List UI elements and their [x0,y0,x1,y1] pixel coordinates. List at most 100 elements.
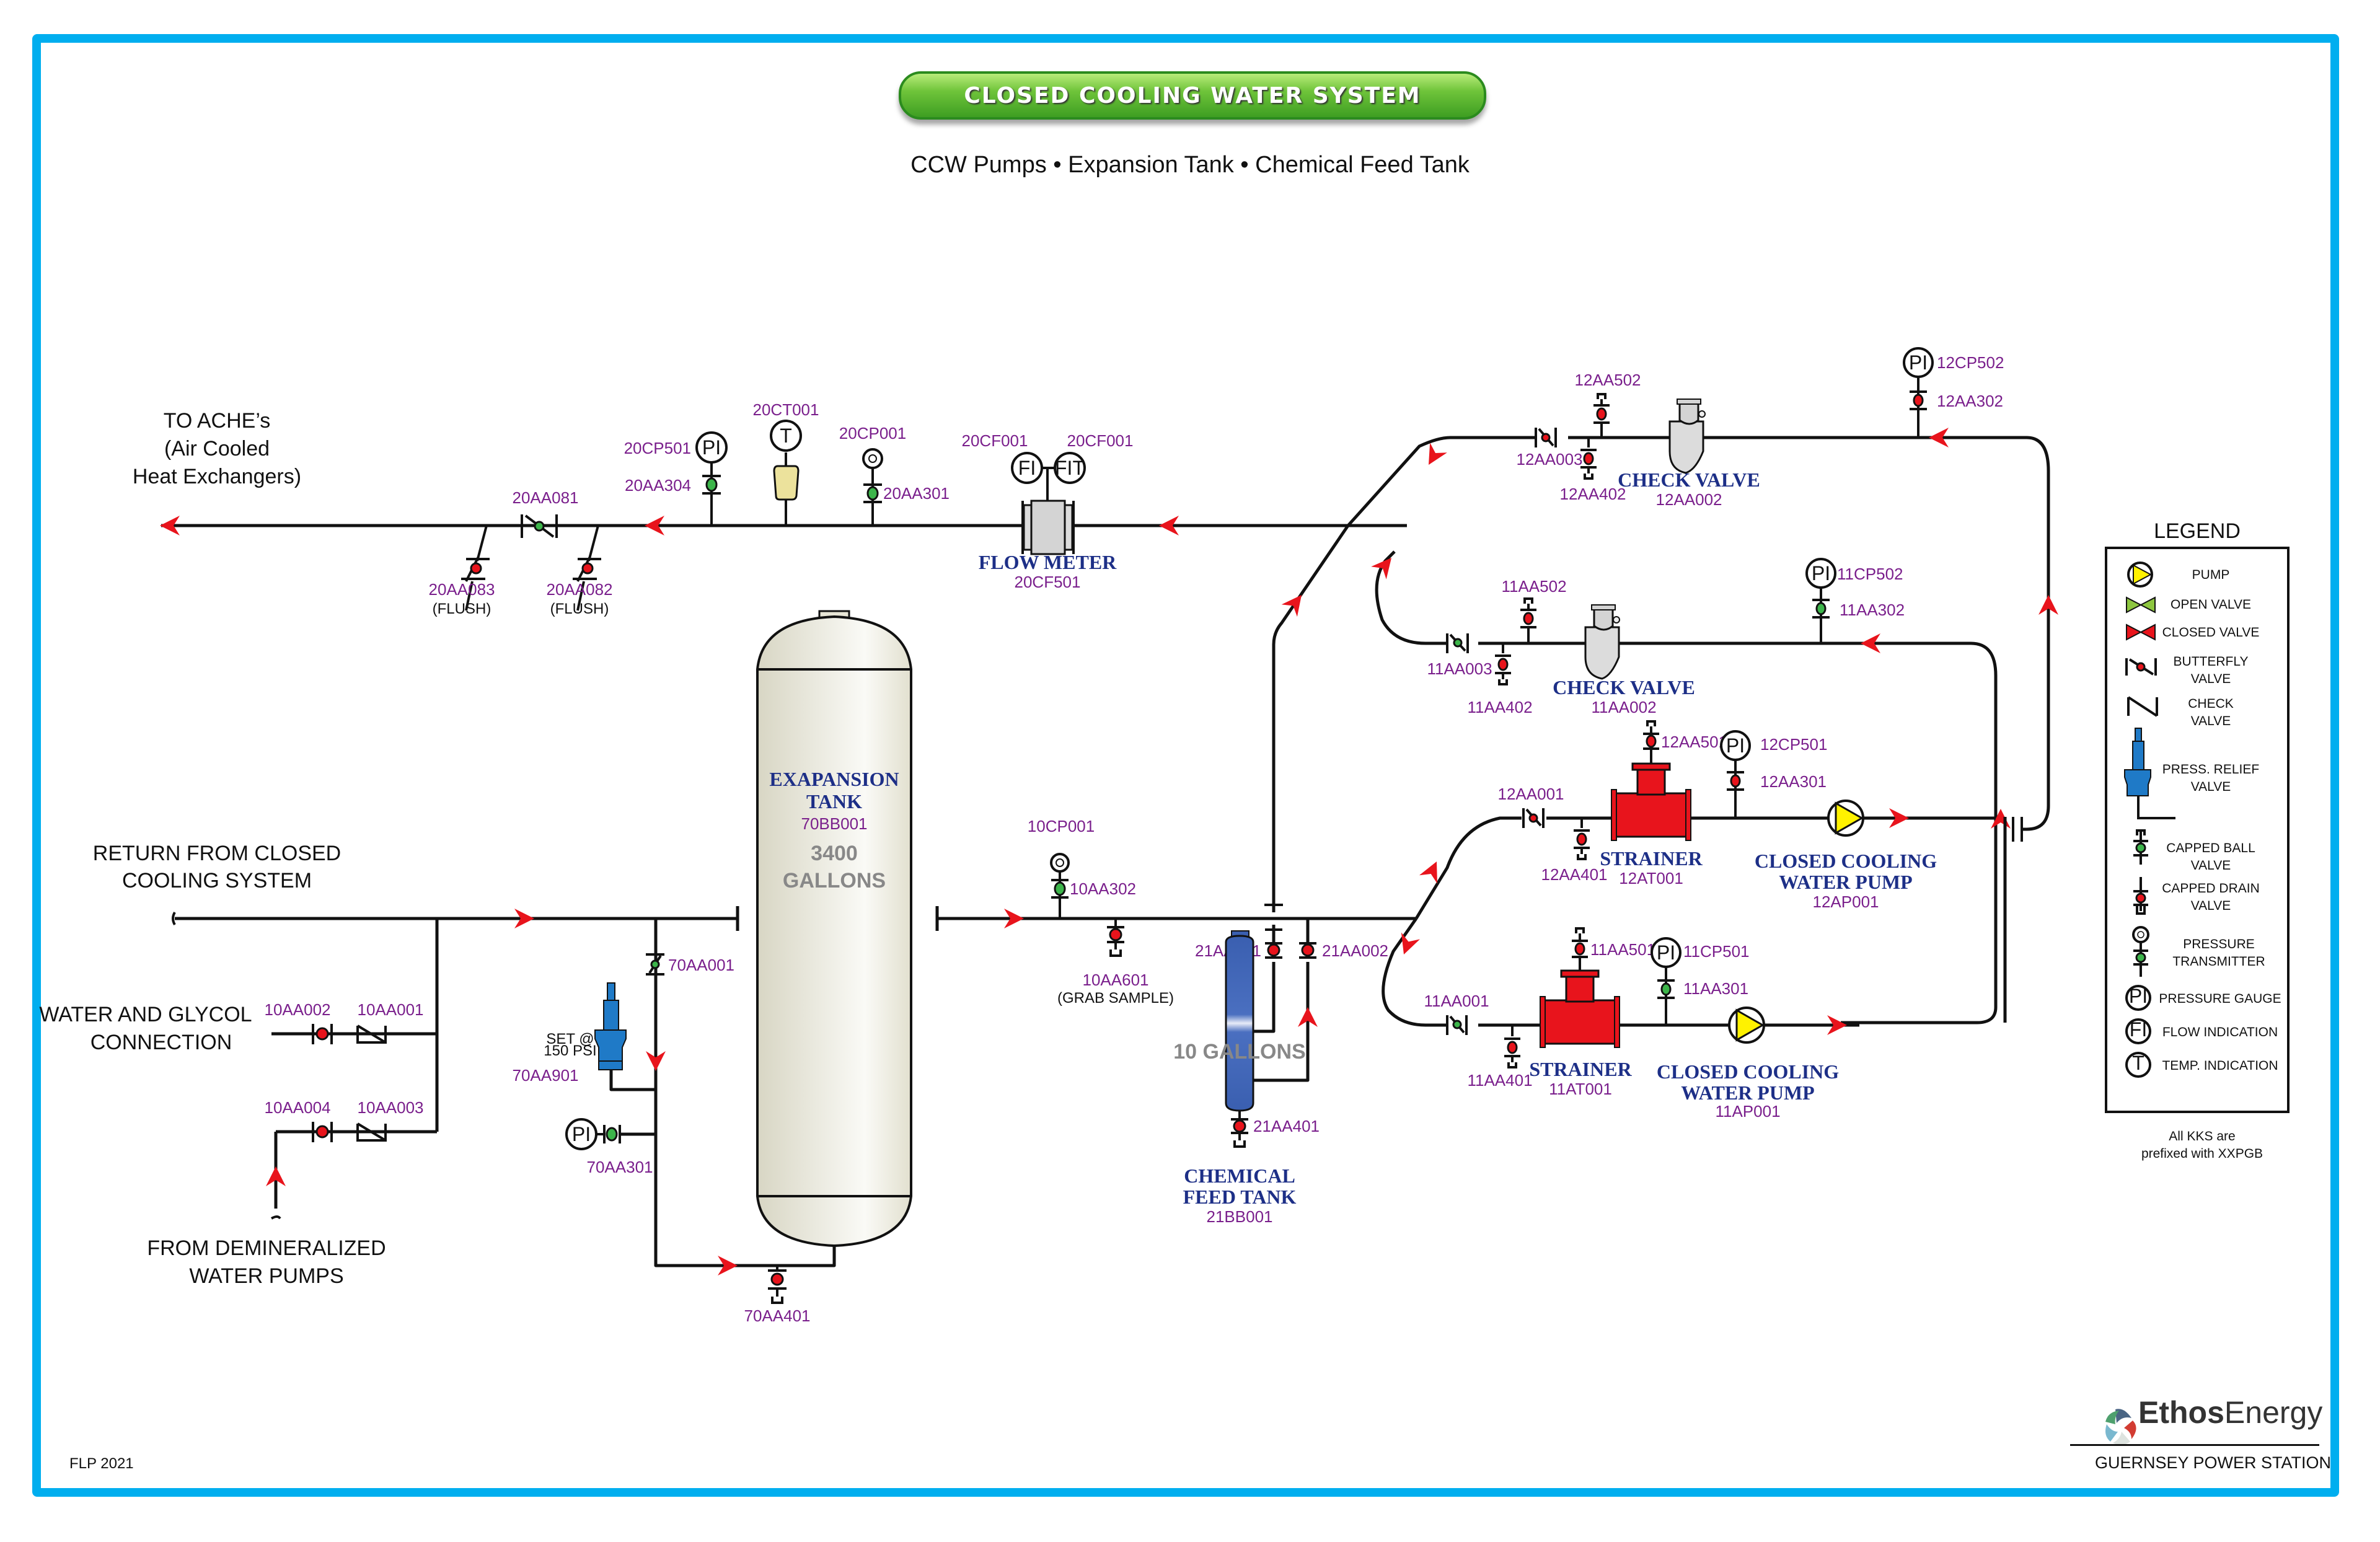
legend-flow-indication-icon: FI [2125,1018,2151,1044]
from-demin-label-1: FROM DEMINERALIZED [147,1236,386,1260]
check-valve-10AA003[interactable] [356,1122,387,1142]
sample-valve-10AA601[interactable] [1107,919,1124,957]
flow-meter-20CF501[interactable]: FI FIT [1011,452,1086,555]
drawing-frame [32,34,2339,1497]
flow-arrow [1371,551,1399,579]
relief-set-label-1: SET @ [546,1031,594,1047]
pi-text: PI [1909,351,1928,374]
t-text: T [2132,1052,2144,1074]
tag-11AA003: 11AA003 [1427,659,1492,678]
pi-text: PI [572,1123,591,1145]
legend-pump-label: PUMP [2192,568,2230,582]
fi-text: FI [1018,457,1036,479]
legend-capped-drain-label-1: CAPPED DRAIN [2162,881,2260,896]
legend-note-2: prefixed with XXPGB [2141,1147,2263,1161]
pressure-gauge-11CP501[interactable]: PI [1651,937,1681,1025]
pressure-transmitter-10CP001[interactable] [1050,853,1070,919]
tag-11AA002: 11AA002 [1591,698,1656,716]
legend-temp-indication-icon: T [2125,1052,2151,1078]
drain-valve-12AA401[interactable] [1574,818,1590,860]
temp-indicator-20CT001[interactable]: T [770,420,802,526]
legend-pump-icon [2127,562,2153,588]
drain-valve-11AA401[interactable] [1504,1025,1520,1068]
legend-open-valve-icon [2126,596,2156,614]
legend-capped-drain-label-2: VALVE [2191,899,2231,913]
legend-pressure-relief-valve-icon [2124,728,2175,819]
butterfly-valve-11AA001[interactable] [1446,1015,1468,1035]
from-demin-label-2: WATER PUMPS [189,1264,343,1288]
tag-11AP001: 11AP001 [1715,1102,1780,1121]
fi-text: FI [2130,1018,2147,1041]
check-valve-10AA001[interactable] [356,1024,387,1044]
drain-valve-12AA402[interactable] [1580,438,1597,480]
butterfly-valve-12AA001[interactable] [1522,808,1545,828]
legend-relief-label-1: PRESS. RELIEF [2162,762,2259,777]
pump-11-label-1: CLOSED COOLING [1657,1060,1839,1083]
vent-valve-11AA502[interactable] [1520,597,1536,643]
pump-11-label-2: WATER PUMP [1681,1082,1814,1104]
tag-10AA004: 10AA004 [265,1098,331,1117]
drain-valve-11AA402[interactable] [1495,643,1511,685]
tag-20CP001: 20CP001 [839,424,906,443]
legend-capped-ball-label-2: VALVE [2191,858,2231,873]
butterfly-valve-12AA003[interactable] [1535,428,1557,447]
butterfly-valve-11AA003[interactable] [1446,633,1469,653]
pump-12AP001[interactable] [1827,800,1864,837]
tag-12AT001: 12AT001 [1619,869,1683,888]
chem-tank-label-2: FEED TANK [1183,1186,1297,1208]
valve-21AA002[interactable] [1299,942,1316,959]
expansion-tank-label-2: TANK [806,790,862,813]
tag-70BB001: 70BB001 [801,814,868,833]
legend-pressure-transmitter-icon [2132,926,2149,977]
legend-transmitter-label-2: TRANSMITTER [2172,954,2265,969]
pressure-gauge-20CP501[interactable]: PI [695,431,728,526]
page-subtitle: CCW Pumps • Expansion Tank • Chemical Fe… [910,152,1470,178]
legend-capped-ball-label-1: CAPPED BALL [2166,841,2255,855]
suction-header [935,524,1416,931]
check-valve-11AA002[interactable] [1584,604,1620,680]
valve-10AA002[interactable] [271,1024,372,1044]
tag-12AP001: 12AP001 [1813,892,1879,911]
vent-valve-12AA502[interactable] [1593,393,1610,438]
station-name: GUERNSEY POWER STATION [2095,1453,2332,1472]
expansion-tank-70BB001[interactable] [756,610,912,1248]
chemical-feed-tank-21BB001[interactable] [1225,930,1254,1112]
pressure-relief-valve-70AA901[interactable] [594,982,627,1070]
check-valve-12AA002[interactable] [1668,399,1706,474]
legend-pressure-gauge-label: PRESSURE GAUGE [2159,992,2281,1006]
pressure-gauge-12CP501[interactable]: PI [1720,730,1751,818]
butterfly-valve-20AA081[interactable] [521,514,558,538]
flush-valve-20AA083[interactable] [461,525,490,611]
page-title: CLOSED COOLING WATER SYSTEM [899,71,1486,120]
tag-11AA301: 11AA301 [1683,979,1748,998]
legend-relief-label-2: VALVE [2191,780,2231,794]
tag-20AA083: 20AA083 [429,580,495,599]
strainer-12-label: STRAINER [1600,847,1703,870]
tag-70AA301: 70AA301 [587,1158,653,1176]
valve-21AA001[interactable] [1265,928,1282,959]
legend-note-1: All KKS are [2169,1129,2235,1143]
tag-70AA401: 70AA401 [744,1306,811,1325]
flow-arrow [1281,589,1310,617]
drain-valve-21AA401[interactable] [1231,1111,1248,1148]
pressure-transmitter-20CP001[interactable] [862,448,883,526]
pump-loop-piping [1347,428,2058,1035]
tag-21BB001: 21BB001 [1207,1207,1273,1226]
butterfly-valve-70AA001[interactable] [646,953,664,976]
valve-10AA004[interactable] [312,1122,333,1142]
pump-11AP001[interactable] [1728,1007,1765,1044]
strainer-12AT001[interactable] [1611,720,1691,841]
to-ache-label-2: (Air Cooled [164,437,270,460]
drain-valve-70AA401[interactable] [768,1266,787,1304]
return-line [172,906,739,1220]
tag-20CP501: 20CP501 [624,439,691,457]
pressure-gauge-11CP502[interactable]: PI [1805,558,1836,643]
pressure-gauge-70AA301[interactable]: PI [565,1118,621,1150]
return-label-1: RETURN FROM CLOSED [93,842,341,865]
return-label-2: COOLING SYSTEM [122,869,312,892]
strainer-11AT001[interactable] [1540,927,1620,1048]
legend-check-label-1: CHECK [2188,697,2234,711]
flush-valve-20AA082[interactable] [573,525,601,611]
pressure-gauge-12CP502[interactable]: PI [1903,347,1934,438]
